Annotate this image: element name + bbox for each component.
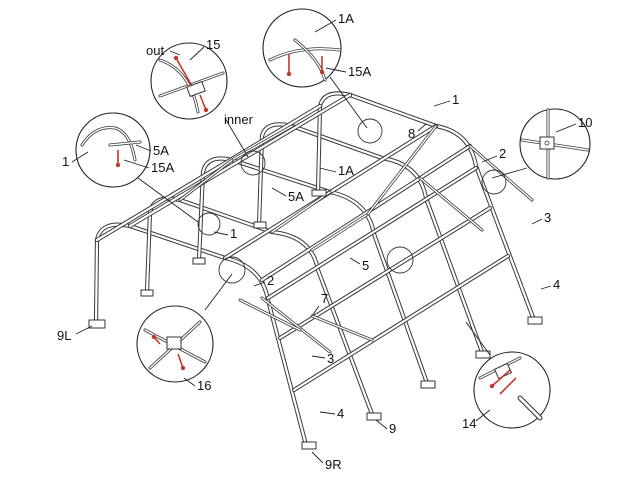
label-inner: inner: [224, 112, 254, 127]
label-2-right: 2: [499, 146, 506, 161]
callout-14: [465, 321, 551, 429]
label-1A-frame: 1A: [338, 163, 354, 178]
diagonal-brace-10-highlight: [239, 299, 301, 331]
label-15A-detail: 15A: [348, 64, 371, 79]
label-4-front: 4: [337, 406, 344, 421]
callout-out-inner: [150, 42, 249, 158]
frame-structure: [93, 91, 537, 448]
label-15A-left: 15A: [151, 160, 174, 175]
arch-frame-5-highlight: [316, 92, 536, 322]
label-5A-detail: 5A: [153, 143, 169, 158]
callout-10: [491, 108, 591, 180]
label-5: 5: [362, 258, 369, 273]
purlin-1-highlight: [128, 93, 352, 228]
label-9: 9: [389, 421, 396, 436]
label-3-right: 3: [544, 210, 551, 225]
part-labels: out 15 inner 1A 15A 1 8 10 2 3 4 1 5A 15…: [57, 11, 592, 472]
purlin-3-highlight: [260, 144, 472, 282]
diagonal-brace-3-highlight: [367, 125, 437, 215]
label-out: out: [146, 43, 164, 58]
label-7: 7: [321, 291, 328, 306]
diagonal-brace-6-highlight: [419, 177, 483, 231]
diagonal-brace-7-highlight: [469, 145, 533, 201]
diagonal-brace-8-highlight: [231, 125, 293, 161]
purlin-4-highlight: [95, 104, 322, 242]
purlin-7-highlight: [292, 254, 510, 392]
label-1-left: 1: [230, 226, 237, 241]
diagonal-brace-4-highlight: [261, 297, 331, 353]
base-plates: [88, 189, 543, 450]
label-10: 10: [578, 115, 592, 130]
label-5A-frame: 5A: [288, 189, 304, 204]
diagonal-brace-1-highlight: [271, 191, 331, 233]
label-2-front: 2: [267, 273, 274, 288]
label-1A-detail: 1A: [338, 11, 354, 26]
label-9L: 9L: [57, 328, 71, 343]
label-1-detail: 1: [62, 154, 69, 169]
label-14: 14: [462, 416, 476, 431]
diagonal-brace-2-highlight: [311, 213, 369, 251]
label-15-top: 15: [206, 37, 220, 52]
diagonal-brace-5-highlight: [311, 315, 373, 341]
detail-rings: [197, 118, 507, 284]
label-9R: 9R: [325, 457, 342, 472]
label-4-right: 4: [553, 277, 560, 292]
label-3-front: 3: [327, 351, 334, 366]
callout-16: [136, 273, 233, 383]
diagonal-brace-9-highlight: [179, 159, 233, 201]
callout-1-5A-15A: [75, 112, 199, 223]
purlin-5-highlight: [266, 166, 478, 300]
label-1-frame: 1: [452, 92, 459, 107]
arch-frame-5: [315, 91, 537, 323]
label-16: 16: [197, 378, 211, 393]
label-8: 8: [408, 126, 415, 141]
